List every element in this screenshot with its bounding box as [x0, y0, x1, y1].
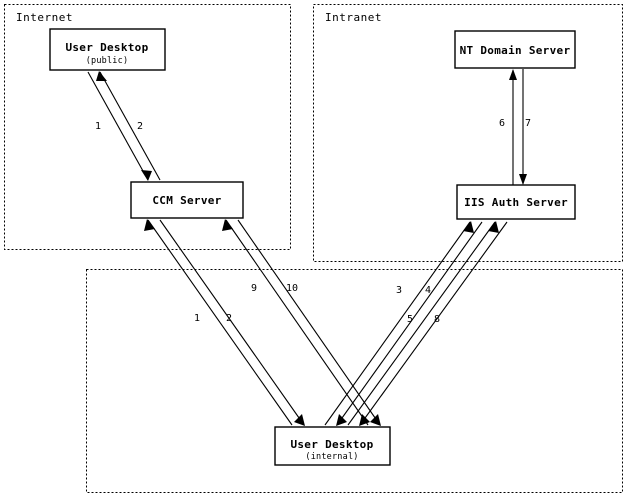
- flow-1-public-line: [87, 71, 149, 181]
- zone-internet-border: [4, 4, 291, 250]
- node-iis-auth-server-label: IIS Auth Server: [464, 196, 568, 209]
- node-nt-domain-server[interactable]: NT Domain Server: [454, 30, 576, 69]
- flow-8-arrowhead: [359, 414, 370, 426]
- flow-1-internal-arrowhead: [144, 219, 155, 231]
- flow-2-public-label: 2: [137, 121, 143, 132]
- node-ccm-server-label: CCM Server: [152, 194, 221, 207]
- flow-7-label: 7: [525, 118, 531, 129]
- flow-group-internal-ccm: 1 2 9 10: [144, 219, 381, 426]
- zone-intranet-label: Intranet: [325, 11, 382, 24]
- node-user-desktop-internal-sublabel: (internal): [305, 452, 358, 462]
- node-user-desktop-public-sublabel: (public): [86, 56, 129, 66]
- flow-2-public-arrowhead: [96, 71, 107, 81]
- flow-8-label: 8: [434, 314, 440, 325]
- flow-4-arrowhead: [336, 414, 347, 426]
- flow-9-arrowhead: [222, 219, 233, 231]
- flow-1-internal-line: [147, 219, 293, 426]
- flow-3-line: [324, 221, 471, 426]
- flow-2-internal-arrowhead: [294, 414, 305, 426]
- flow-2-public-line: [99, 71, 161, 181]
- flow-10-label: 10: [286, 283, 298, 294]
- flow-6-arrowhead: [509, 69, 517, 80]
- flow-5-line: [347, 221, 496, 426]
- flow-8-line: [359, 221, 508, 426]
- zone-intranet-border: [313, 4, 623, 262]
- node-user-desktop-public[interactable]: User Desktop (public): [49, 28, 166, 71]
- node-iis-auth-server-box[interactable]: [456, 184, 576, 220]
- node-nt-domain-server-box[interactable]: [454, 30, 576, 69]
- zone-internal-lan-border: [86, 269, 623, 493]
- zone-internal-lan: [86, 269, 623, 493]
- flow-2-internal-label: 2: [226, 313, 232, 324]
- flow-2-internal-line: [159, 219, 305, 426]
- flow-3-label: 3: [396, 285, 402, 296]
- flow-10-line: [237, 219, 381, 426]
- node-ccm-server-box[interactable]: [130, 181, 244, 219]
- flow-group-public-ccm: 1 2: [87, 71, 161, 181]
- flow-9-label: 9: [251, 283, 257, 294]
- flow-1-internal-label: 1: [194, 313, 200, 324]
- flow-1-public-arrowhead: [141, 170, 152, 181]
- flow-4-line: [336, 221, 483, 426]
- flow-4-label: 4: [425, 285, 431, 296]
- zone-intranet: Intranet: [313, 4, 623, 262]
- node-user-desktop-internal[interactable]: User Desktop (internal): [274, 426, 391, 466]
- node-user-desktop-internal-box[interactable]: [274, 426, 391, 466]
- node-ccm-server[interactable]: CCM Server: [130, 181, 244, 219]
- flow-3-arrowhead: [463, 221, 474, 233]
- zone-internet: Internet: [4, 4, 291, 250]
- flow-6-label: 6: [499, 118, 505, 129]
- flow-5-arrowhead: [488, 221, 499, 233]
- node-iis-auth-server[interactable]: IIS Auth Server: [456, 184, 576, 220]
- node-user-desktop-internal-label: User Desktop: [290, 438, 373, 451]
- flow-group-iis-nt: 6 7: [499, 69, 531, 185]
- flow-7-arrowhead: [519, 174, 527, 185]
- flow-group-internal-iis: 3 4 5 8: [324, 221, 508, 426]
- flow-5-label: 5: [407, 314, 413, 325]
- node-nt-domain-server-label: NT Domain Server: [460, 44, 571, 57]
- node-user-desktop-public-box[interactable]: [49, 28, 166, 71]
- flow-1-public-label: 1: [95, 121, 101, 132]
- node-user-desktop-public-label: User Desktop: [65, 41, 148, 54]
- zone-internet-label: Internet: [16, 11, 73, 24]
- flow-10-arrowhead: [370, 414, 381, 426]
- flow-9-line: [225, 219, 369, 426]
